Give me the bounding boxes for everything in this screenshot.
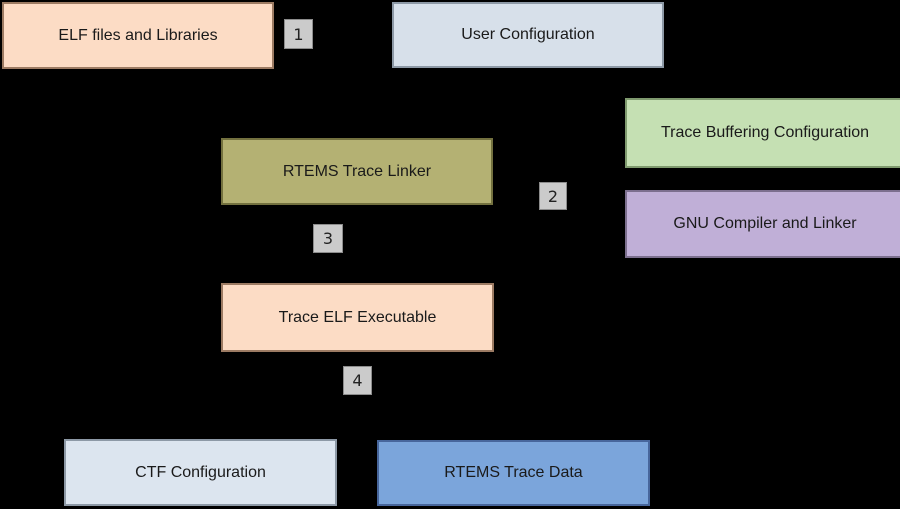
node-trace-buffering-configuration-label: Trace Buffering Configuration <box>660 124 870 142</box>
step-badge-2: 2 <box>539 182 567 210</box>
node-gnu-compiler-and-linker-label: GNU Compiler and Linker <box>673 215 857 233</box>
node-trace-elf-executable-label: Trace ELF Executable <box>278 308 437 326</box>
node-trace-elf-executable: Trace ELF Executable <box>221 283 494 352</box>
step-badge-4: 4 <box>343 366 372 395</box>
node-ctf-configuration-label: CTF Configuration <box>135 463 266 481</box>
node-gnu-compiler-and-linker: GNU Compiler and Linker <box>625 190 900 258</box>
node-rtems-trace-data: RTEMS Trace Data <box>377 440 650 506</box>
node-user-configuration-label: User Configuration <box>461 26 595 44</box>
node-elf-files-and-libraries-label: ELF files and Libraries <box>58 26 218 44</box>
node-elf-files-and-libraries: ELF files and Libraries <box>2 2 274 69</box>
node-user-configuration: User Configuration <box>392 2 664 68</box>
node-ctf-configuration: CTF Configuration <box>64 439 337 506</box>
node-rtems-trace-linker: RTEMS Trace Linker <box>221 138 493 205</box>
node-trace-buffering-configuration: Trace Buffering Configuration <box>625 98 900 168</box>
node-rtems-trace-data-label: RTEMS Trace Data <box>444 464 583 482</box>
step-badge-3: 3 <box>313 224 343 253</box>
node-rtems-trace-linker-label: RTEMS Trace Linker <box>282 162 432 180</box>
step-badge-1: 1 <box>284 19 313 49</box>
